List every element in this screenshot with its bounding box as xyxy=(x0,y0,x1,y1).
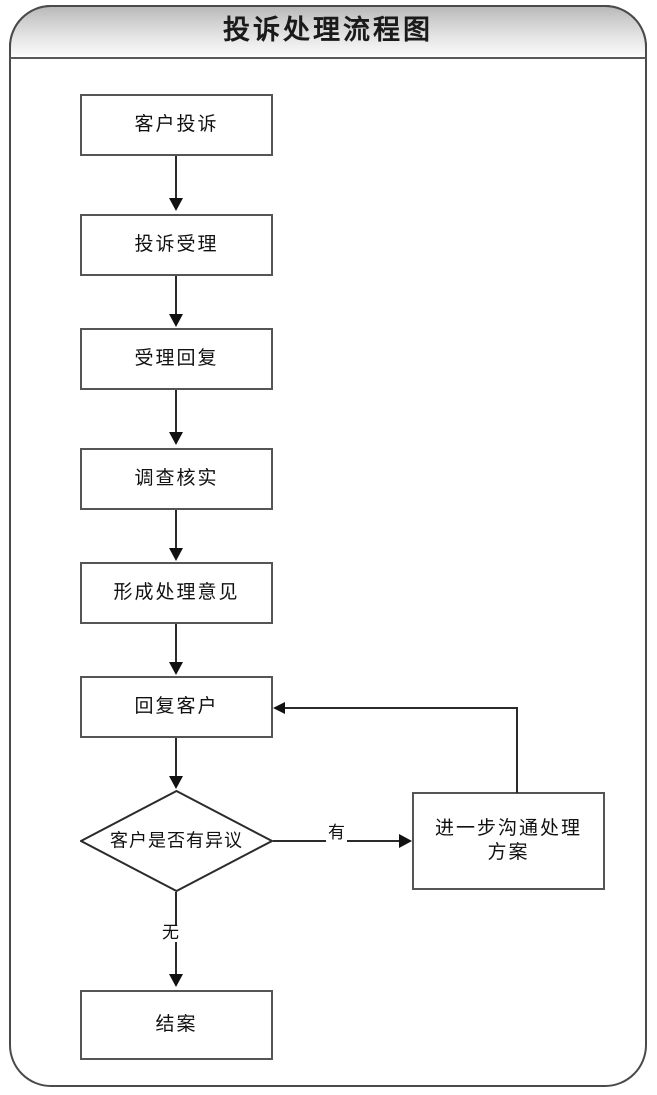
node-label: 投诉受理 xyxy=(134,233,219,256)
node-label: 形成处理意见 xyxy=(113,581,240,604)
node-label: 调查核实 xyxy=(134,467,219,490)
node-label: 回复客户 xyxy=(134,695,219,718)
edge-label-yes: 有 xyxy=(326,823,347,843)
arrowhead-n2-n3 xyxy=(169,314,183,327)
connector-n1-n2 xyxy=(175,156,177,202)
node-form-handling-opinion[interactable]: 形成处理意见 xyxy=(80,562,273,624)
node-acceptance-reply[interactable]: 受理回复 xyxy=(80,328,273,390)
connector-n8-n6-vertical xyxy=(516,707,518,793)
connector-n3-n4 xyxy=(175,390,177,436)
arrowhead-n6-n7 xyxy=(169,776,183,789)
node-case-closed[interactable]: 结案 xyxy=(80,990,273,1060)
connector-n8-n6-horizontal xyxy=(285,707,518,709)
connector-n5-n6 xyxy=(175,624,177,668)
arrowhead-n8-n6 xyxy=(273,702,285,714)
node-complaint-acceptance[interactable]: 投诉受理 xyxy=(80,214,273,276)
arrowhead-n3-n4 xyxy=(169,432,183,445)
node-investigate-verify[interactable]: 调查核实 xyxy=(80,448,273,510)
connector-n6-n7 xyxy=(175,738,177,778)
diamond-shape xyxy=(80,790,273,892)
connector-n2-n3 xyxy=(175,276,177,320)
node-label: 客户投诉 xyxy=(134,113,219,136)
arrowhead-n5-n6 xyxy=(169,662,183,675)
diagram-title-bar: 投诉处理流程图 xyxy=(9,5,647,59)
arrowhead-n1-n2 xyxy=(169,198,183,211)
node-label: 客户是否有异议 xyxy=(110,830,243,852)
node-label: 受理回复 xyxy=(134,347,219,370)
arrowhead-n7-n9 xyxy=(169,974,183,987)
node-further-communication-plan[interactable]: 进一步沟通处理方案 xyxy=(412,792,605,890)
diagram-frame xyxy=(9,5,647,1087)
node-label: 进一步沟通处理方案 xyxy=(434,817,582,863)
arrowhead-n7-n8 xyxy=(399,834,412,848)
connector-n4-n5 xyxy=(175,510,177,554)
edge-label-no: 无 xyxy=(160,923,181,943)
node-label: 结案 xyxy=(155,1013,198,1036)
node-reply-to-customer[interactable]: 回复客户 xyxy=(80,676,273,738)
node-customer-complaint[interactable]: 客户投诉 xyxy=(80,94,273,156)
node-customer-has-objection[interactable]: 客户是否有异议 xyxy=(80,790,273,892)
arrowhead-n4-n5 xyxy=(169,548,183,561)
page-title: 投诉处理流程图 xyxy=(223,14,433,46)
